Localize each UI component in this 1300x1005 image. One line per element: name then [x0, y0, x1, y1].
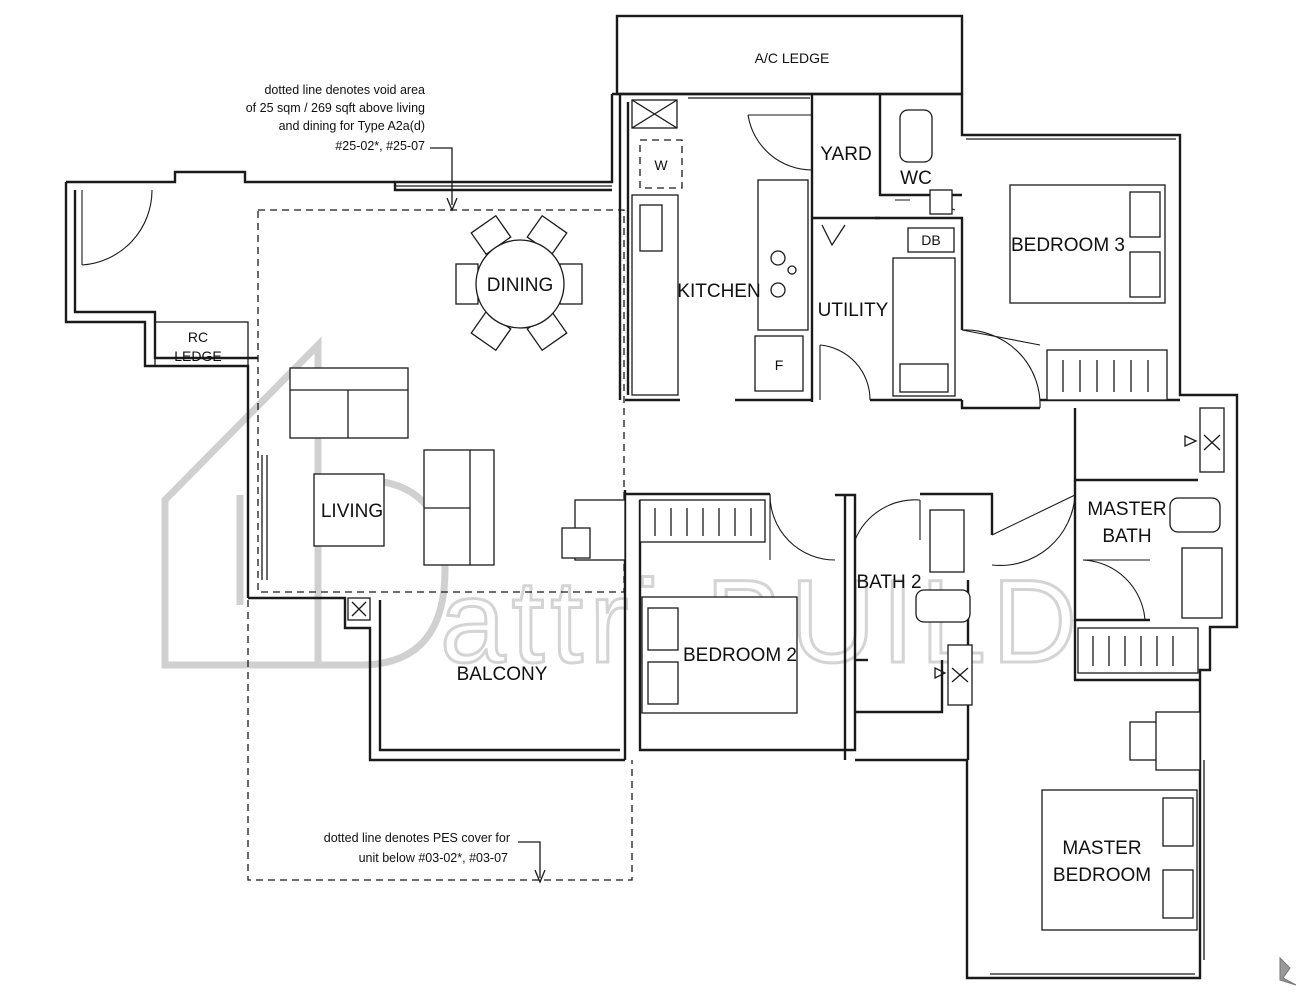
master-bath-label-line1: MASTER [1087, 499, 1166, 520]
bedroom3-label: BEDROOM 3 [1011, 235, 1125, 256]
master-bath-shower [1199, 407, 1225, 473]
wc-basin [929, 189, 953, 215]
bath2-label: BATH 2 [856, 572, 921, 593]
bedroom3-wardrobe [1046, 349, 1168, 401]
db-box [907, 227, 955, 253]
annotation-arrows [430, 147, 546, 884]
kitchen-counter-right [757, 179, 809, 331]
sofa-top [289, 367, 409, 439]
dining-label: DINING [487, 275, 554, 296]
living-label: LIVING [321, 501, 383, 522]
void-note-line4: #25-02*, #25-07 [335, 139, 425, 153]
wc-toilet [899, 109, 933, 163]
coffee-table [313, 473, 385, 547]
dashed-boundaries [247, 209, 633, 881]
yard-label: YARD [820, 144, 871, 165]
wc-fixtures [899, 109, 953, 215]
rc-ledge-outline [154, 321, 249, 367]
db-label: DB [921, 232, 940, 248]
kitchen-label: KITCHEN [677, 281, 760, 302]
master-bath-toilet [1169, 497, 1221, 533]
bath2-basin [929, 509, 965, 573]
wc-label: WC [900, 168, 932, 189]
bedroom2-label: BEDROOM 2 [683, 645, 797, 666]
master-bath-fixtures [1169, 407, 1225, 619]
outer-walls [64, 92, 1239, 980]
void-note-line1: dotted line denotes void area [264, 83, 425, 97]
master-bedroom-label-line2: BEDROOM [1053, 865, 1151, 886]
windows [261, 97, 1205, 975]
washer-label: W [654, 157, 668, 173]
bedroom2-furniture [639, 499, 798, 714]
rc-ledge-label-line2: LEDGE [174, 348, 221, 364]
kitchen-fixtures: W F [631, 99, 809, 396]
rc-ledge-label-line1: RC [188, 329, 208, 345]
fridge [754, 335, 804, 392]
ac-ledge-label: A/C LEDGE [755, 50, 830, 66]
master-bedroom-furniture [1041, 627, 1201, 931]
master-bath-label-line2: BATH [1102, 526, 1151, 547]
kitchen-sink [639, 204, 663, 252]
void-note-line3: and dining for Type A2a(d) [279, 119, 425, 133]
dining-set [455, 214, 583, 352]
washer-box [639, 139, 683, 189]
balcony-label: BALCONY [457, 664, 548, 685]
master-wardrobe [1077, 627, 1199, 674]
bedroom3-furniture [1009, 184, 1168, 401]
master-desk [1155, 711, 1201, 771]
living-furniture [289, 367, 626, 566]
master-bedroom-label-line1: MASTER [1062, 838, 1141, 859]
master-bath-basin [1181, 547, 1223, 619]
void-note-line2: of 25 sqm / 269 sqft above living [246, 101, 425, 115]
fridge-label: F [775, 357, 784, 373]
pes-note-line2: unit below #03-02*, #03-07 [359, 851, 508, 865]
north-arrow-icon [1279, 956, 1297, 986]
bath2-toilet [915, 589, 971, 623]
bath2-fixtures [915, 509, 973, 706]
dining-table [475, 239, 565, 329]
utility-fixtures: DB [821, 224, 956, 397]
doors [81, 114, 1150, 621]
utility-label: UTILITY [818, 300, 889, 321]
pes-note-line1: dotted line denotes PES cover for [324, 831, 510, 845]
